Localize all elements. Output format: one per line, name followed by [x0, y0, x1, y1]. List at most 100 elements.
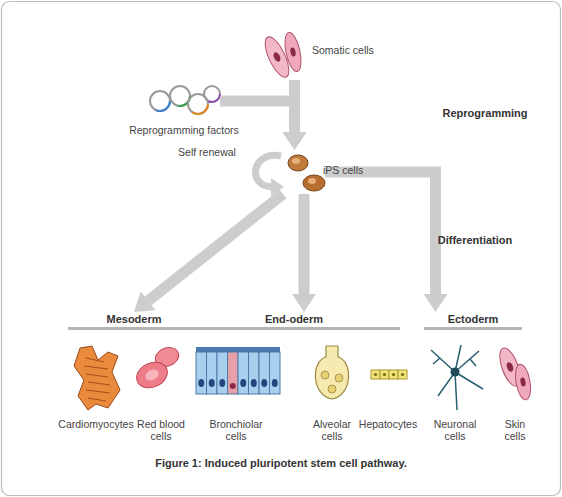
arrow-head [283, 132, 307, 150]
goblet-cell [228, 352, 239, 394]
plasmid-gene [150, 91, 170, 111]
arrow-shaft [148, 194, 283, 301]
cell-nucleus [272, 379, 278, 387]
cell-nucleus [240, 379, 246, 387]
cell-nucleus [251, 379, 257, 387]
arrow-head [134, 291, 156, 312]
skin-cell-art [496, 345, 533, 400]
flow-arrow [325, 172, 448, 312]
cell-nucleus [520, 377, 526, 387]
nuclei [198, 379, 278, 389]
epithelium [196, 352, 280, 394]
plasmid-art [150, 86, 220, 114]
somatic-cell-art [260, 31, 304, 80]
striations [84, 358, 110, 401]
muscle-fiber [74, 346, 120, 410]
hepatocyte-art [371, 370, 407, 379]
plasmid-gene [170, 86, 190, 106]
layer-heading: Mesoderm [68, 313, 200, 325]
hepatocyte [380, 370, 389, 379]
columnar-cell [217, 352, 228, 394]
cardiomyocyte-art [74, 346, 120, 410]
blood-cell [132, 357, 171, 392]
columnar-cell [270, 352, 281, 394]
figure-caption: Figure 1: Induced pluripotent stem cell … [0, 457, 562, 469]
columnar-cell [238, 352, 249, 394]
node-label: iPS cells [323, 164, 363, 176]
cell-nucleus [290, 47, 297, 57]
arrow-shaft [299, 194, 310, 294]
alveolar-cell-art [315, 346, 348, 399]
branch [470, 359, 476, 366]
cell-type-label: Hepatocytes [358, 418, 418, 430]
cell-nucleus [401, 373, 404, 376]
alveolar-cell [328, 385, 336, 393]
cell-nucleus [392, 373, 395, 376]
dendrite [455, 372, 483, 389]
red-blood-cell-art [132, 344, 181, 392]
plasmid [204, 86, 220, 102]
cell-body [451, 368, 460, 377]
cell-type-label: Red blood cells [133, 418, 189, 442]
cell-highlight [292, 158, 300, 164]
cell-nucleus [198, 379, 204, 387]
striation [84, 366, 108, 369]
cell-highlight [308, 178, 316, 184]
node-label: Somatic cells [312, 44, 374, 56]
striation [86, 374, 108, 377]
neuron-art [431, 345, 483, 410]
cell-type-label: Self renewal [172, 146, 242, 158]
bronchiolar-cell-art [196, 347, 280, 394]
cell-group: Somatic cells [262, 32, 306, 80]
cell-center [144, 368, 161, 383]
skin-cell [513, 363, 533, 401]
factor-group: Reprogramming factors [148, 84, 220, 118]
stem-cell [288, 155, 308, 171]
columnar-cell [207, 352, 218, 394]
alveolar-cell [335, 374, 343, 382]
cell-nucleus [209, 379, 215, 387]
arrow-head [283, 132, 307, 150]
cell-nucleus [219, 379, 225, 387]
layer-heading: Ectoderm [424, 313, 522, 325]
dendrite [431, 350, 455, 372]
alveolar-sac [315, 346, 348, 399]
spindle-cell [282, 31, 304, 73]
arrow-shaft [325, 172, 436, 294]
cell-nucleus [383, 373, 386, 376]
columnar-cell [259, 352, 270, 394]
node-label: Reprogramming factors [123, 124, 245, 136]
hepatocyte [389, 370, 398, 379]
cell-nucleus [505, 361, 514, 372]
stage-label: Reprogramming [430, 107, 540, 119]
arrow-head [424, 294, 448, 312]
layer-heading: End-oderm [188, 313, 400, 325]
germ-layer-band: Ectoderm [424, 312, 522, 330]
cell-nucleus [272, 51, 282, 63]
cell-type-label: Skin cells [498, 418, 532, 442]
striation [86, 390, 110, 393]
cell-nucleus [230, 383, 236, 389]
cell-nucleus [374, 373, 377, 376]
flow-arrow [134, 194, 283, 312]
columnar-cell [196, 352, 207, 394]
stem-cell [303, 175, 325, 191]
branch [433, 358, 440, 364]
striation [86, 358, 104, 362]
cell-type-label: Alveolar cells [308, 418, 356, 442]
plasmid-gene [204, 86, 220, 102]
cilia-band [196, 347, 280, 352]
ips-cell-art [288, 155, 325, 191]
columnar-cell [249, 352, 260, 394]
hepatocyte [371, 370, 380, 379]
flow-arrow [292, 194, 316, 312]
hepatocyte [398, 370, 407, 379]
cell-group: iPS cells [283, 150, 325, 194]
plasmid [170, 86, 190, 106]
cell-nucleus [261, 379, 267, 387]
curved-arrow [255, 155, 281, 187]
germ-layer-band: End-oderm [188, 312, 400, 330]
striation [88, 382, 110, 385]
